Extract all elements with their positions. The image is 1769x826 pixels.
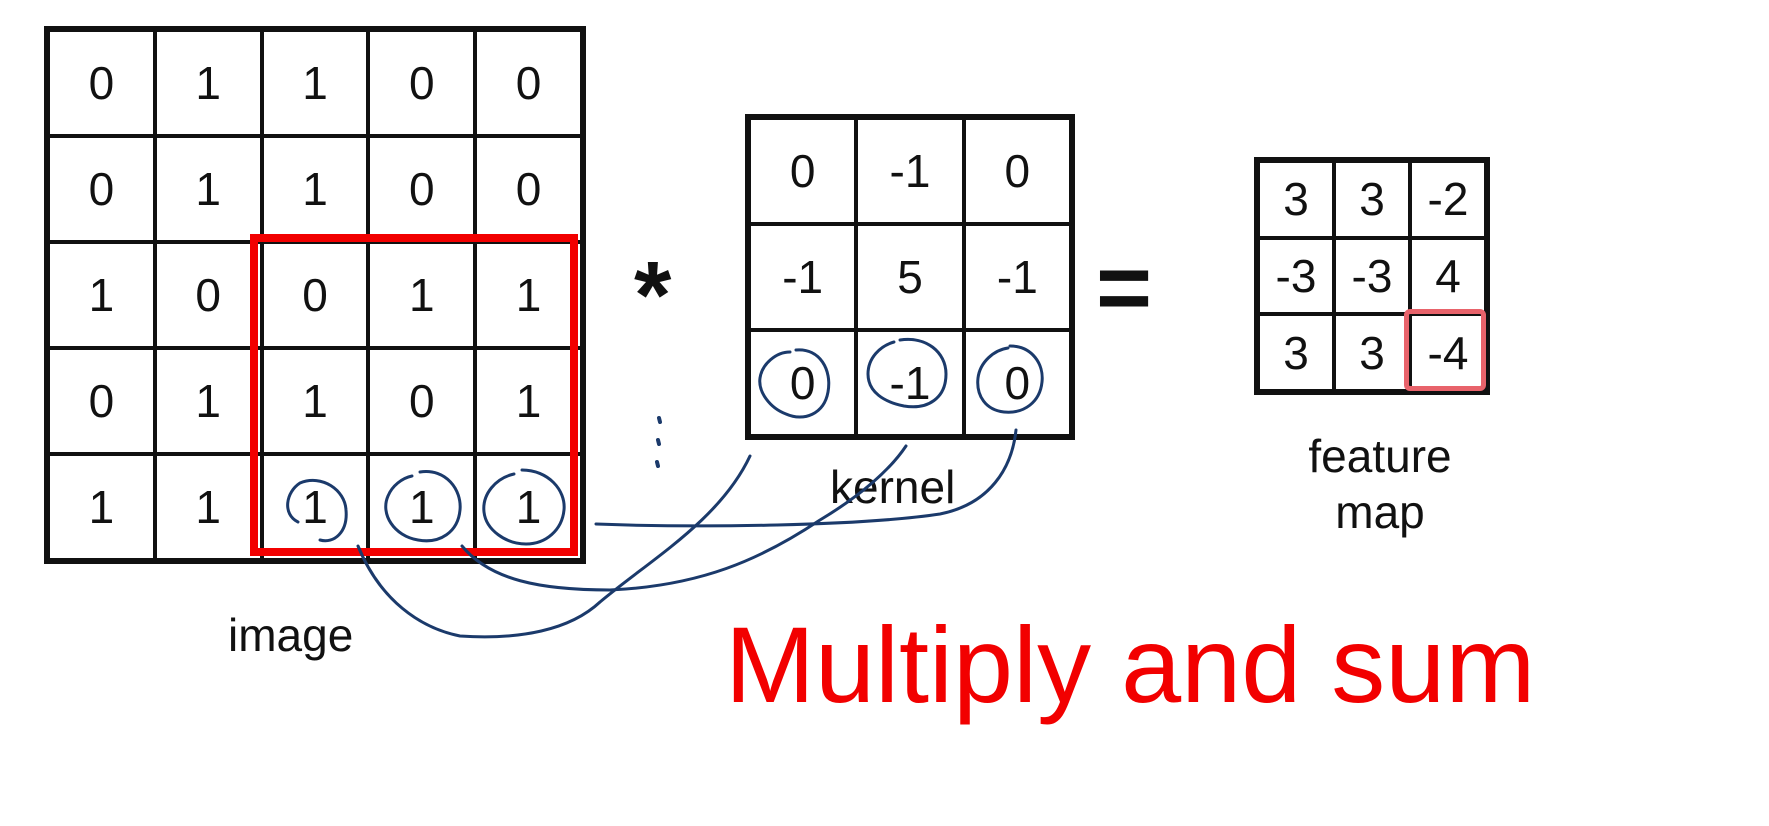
kernel-cell: 0 <box>963 330 1071 436</box>
image-cell: 1 <box>475 348 582 454</box>
image-label: image <box>228 609 354 661</box>
feature-map-label: feature map <box>1285 428 1475 540</box>
image-cell: 0 <box>48 30 155 136</box>
feature-map-cell: 3 <box>1334 161 1410 238</box>
kernel-cell: 5 <box>856 224 964 330</box>
feature-map-label-line2: map <box>1335 486 1425 538</box>
feature-map-cell: -3 <box>1334 237 1410 315</box>
image-cell: 1 <box>261 454 369 560</box>
kernel-value-circle <box>758 348 831 419</box>
image-cell: 1 <box>368 242 476 348</box>
receptive-field-highlight <box>250 234 578 556</box>
caption: Multiply and sum <box>725 604 1536 725</box>
feature-map-cell: 3 <box>1258 161 1334 238</box>
image-cell: 0 <box>475 30 582 136</box>
image-cell: 1 <box>261 348 369 454</box>
kernel-cell: -1 <box>963 224 1071 330</box>
feature-map-cell: -2 <box>1410 161 1486 238</box>
convolution-operator: * <box>634 242 672 349</box>
feature-map-cell: 4 <box>1410 237 1486 315</box>
kernel-value-circle <box>976 344 1044 414</box>
kernel-cell: -1 <box>749 224 857 330</box>
kernel-label: kernel <box>830 461 956 513</box>
kernel-cell: 0 <box>749 330 857 436</box>
image-cell: 1 <box>48 454 155 560</box>
connector-curve <box>356 454 752 639</box>
equals-operator: = <box>1096 234 1153 341</box>
kernel-cell: 0 <box>749 118 857 224</box>
feature-map-cell: 3 <box>1258 314 1334 391</box>
result-cell-highlight <box>1404 309 1486 391</box>
image-cell: 0 <box>368 348 476 454</box>
image-cell: 1 <box>48 242 155 348</box>
image-cell: 1 <box>154 348 262 454</box>
image-grid: 0 1 1 0 0 0 1 1 0 0 1 0 0 1 1 0 1 1 0 1 … <box>44 26 586 564</box>
image-value-circle <box>482 468 566 546</box>
image-cell: 0 <box>261 242 369 348</box>
image-cell: 1 <box>154 454 262 560</box>
kernel-value-circle <box>866 337 948 409</box>
kernel-cell: -1 <box>856 118 964 224</box>
kernel-cell: -1 <box>856 330 964 436</box>
kernel-cell: 0 <box>963 118 1071 224</box>
feature-map-grid: 3 3 -2 -3 -3 4 3 3 -4 <box>1254 157 1490 395</box>
feature-map-cell: -4 <box>1410 314 1486 391</box>
image-cell: 1 <box>475 454 582 560</box>
image-value-circle <box>286 478 348 543</box>
connector-curve <box>594 428 1018 528</box>
connector-curve <box>460 444 908 592</box>
image-value-circle <box>384 470 462 543</box>
kernel-grid: 0 -1 0 -1 5 -1 0 -1 0 <box>745 114 1075 440</box>
feature-map-label-line1: feature <box>1308 430 1452 482</box>
image-cell: 0 <box>368 30 476 136</box>
image-cell: 1 <box>154 136 262 242</box>
ellipsis-dots <box>655 416 662 468</box>
image-cell: 1 <box>154 30 262 136</box>
image-cell: 0 <box>154 242 262 348</box>
image-cell: 1 <box>261 30 369 136</box>
image-cell: 0 <box>48 136 155 242</box>
image-cell: 0 <box>48 348 155 454</box>
image-cell: 1 <box>475 242 582 348</box>
feature-map-cell: 3 <box>1334 314 1410 391</box>
feature-map-cell: -3 <box>1258 237 1334 315</box>
image-cell: 1 <box>368 454 476 560</box>
